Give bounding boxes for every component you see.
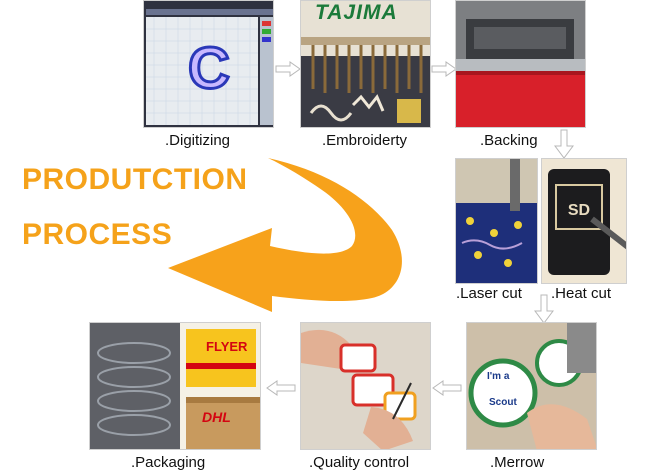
step-label-heat-cut: .Heat cut [551,285,612,302]
connector-arrow-left-1-icon [432,380,462,396]
step-label-backing: .Backing [480,132,538,149]
connector-arrow-left-2-icon [266,380,296,396]
connector-arrow-down-2-icon [534,294,554,324]
big-curved-arrow-shape [168,158,402,312]
connector-arrow-right-2-icon [431,61,457,77]
machine-brand-text: TAJIMA [315,1,398,24]
backing-photo [455,0,586,128]
step-label-packaging: .Packaging [131,454,206,471]
laser-cut-photo [455,158,538,284]
step-label-quality-control: .Quality control [309,454,410,471]
connector-arrow-down-icon [554,129,574,159]
bag-text: FLYER [206,339,248,354]
merrow-photo: I'm a Scout [466,322,597,450]
step-label-digitizing: .Digitizing [165,132,231,149]
svg-text:SD: SD [568,202,590,219]
heat-cut-photo: SD [541,158,627,284]
step-label-laser-cut: .Laser cut [456,285,522,302]
title-line-2: PROCESS [22,218,173,251]
step-label-merrow: .Merrow [490,454,545,471]
digitizing-photo: C [143,0,274,128]
step-label-embroidery: .Embroiderty [322,132,408,149]
packaging-photo: FLYER DHL [89,322,261,450]
digitize-letter: C [187,35,232,103]
quality-control-photo [300,322,431,450]
title-line-1: PRODUTCTION [22,163,248,196]
patch-line-1: I'm a [487,371,510,382]
box-brand-text: DHL [202,409,231,425]
connector-arrow-right-1-icon [275,61,301,77]
patch-line-2: Scout [489,397,517,408]
embroidery-photo: TAJIMA [300,0,431,128]
